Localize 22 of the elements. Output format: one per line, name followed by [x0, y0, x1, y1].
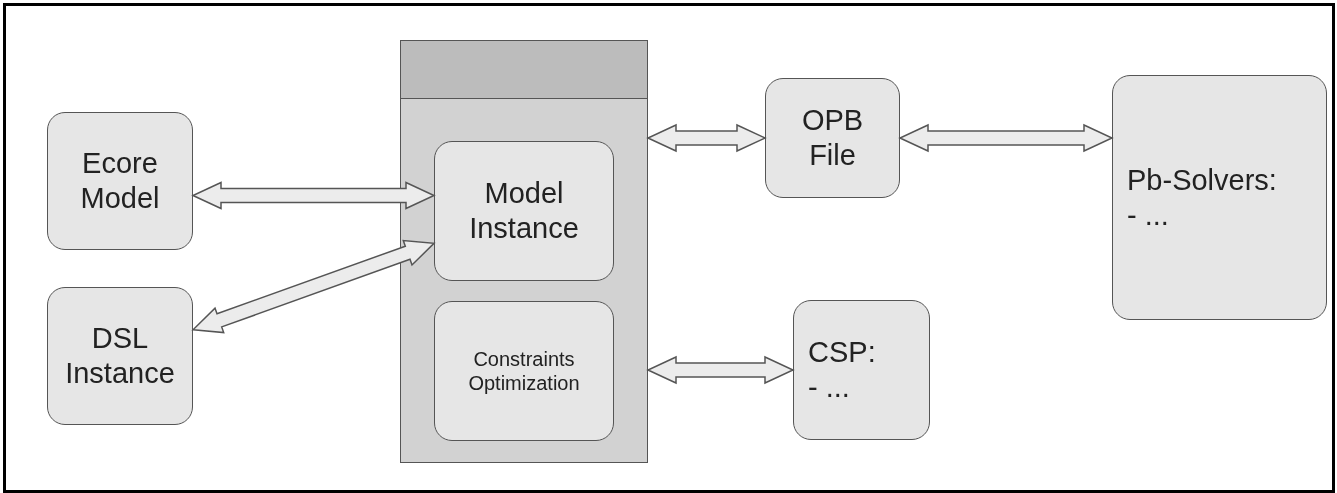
container-panel [400, 40, 648, 463]
list-box [1112, 75, 1327, 320]
double-block-arrow [646, 123, 767, 153]
list-item: - ... [808, 370, 850, 405]
node-label: Model Instance [468, 176, 580, 246]
model-box [47, 287, 193, 425]
double-block-arrow [191, 181, 436, 210]
double-block-arrow [646, 355, 795, 385]
node-label: Constraints Optimization [467, 347, 581, 395]
list-box [793, 300, 930, 440]
list-heading: Pb-Solvers: [1127, 162, 1277, 198]
list-heading: CSP: [808, 335, 876, 370]
node-label: OPB File [800, 103, 865, 173]
file-box [765, 78, 900, 198]
model-box [434, 141, 614, 281]
node-label: DSL Instance [64, 321, 176, 391]
model-box [47, 112, 193, 250]
list-item: - ... [1127, 197, 1169, 233]
node-label: Ecore Model [79, 146, 161, 216]
double-block-arrow [191, 239, 436, 334]
double-block-arrow [898, 123, 1114, 153]
model-box [434, 301, 614, 441]
